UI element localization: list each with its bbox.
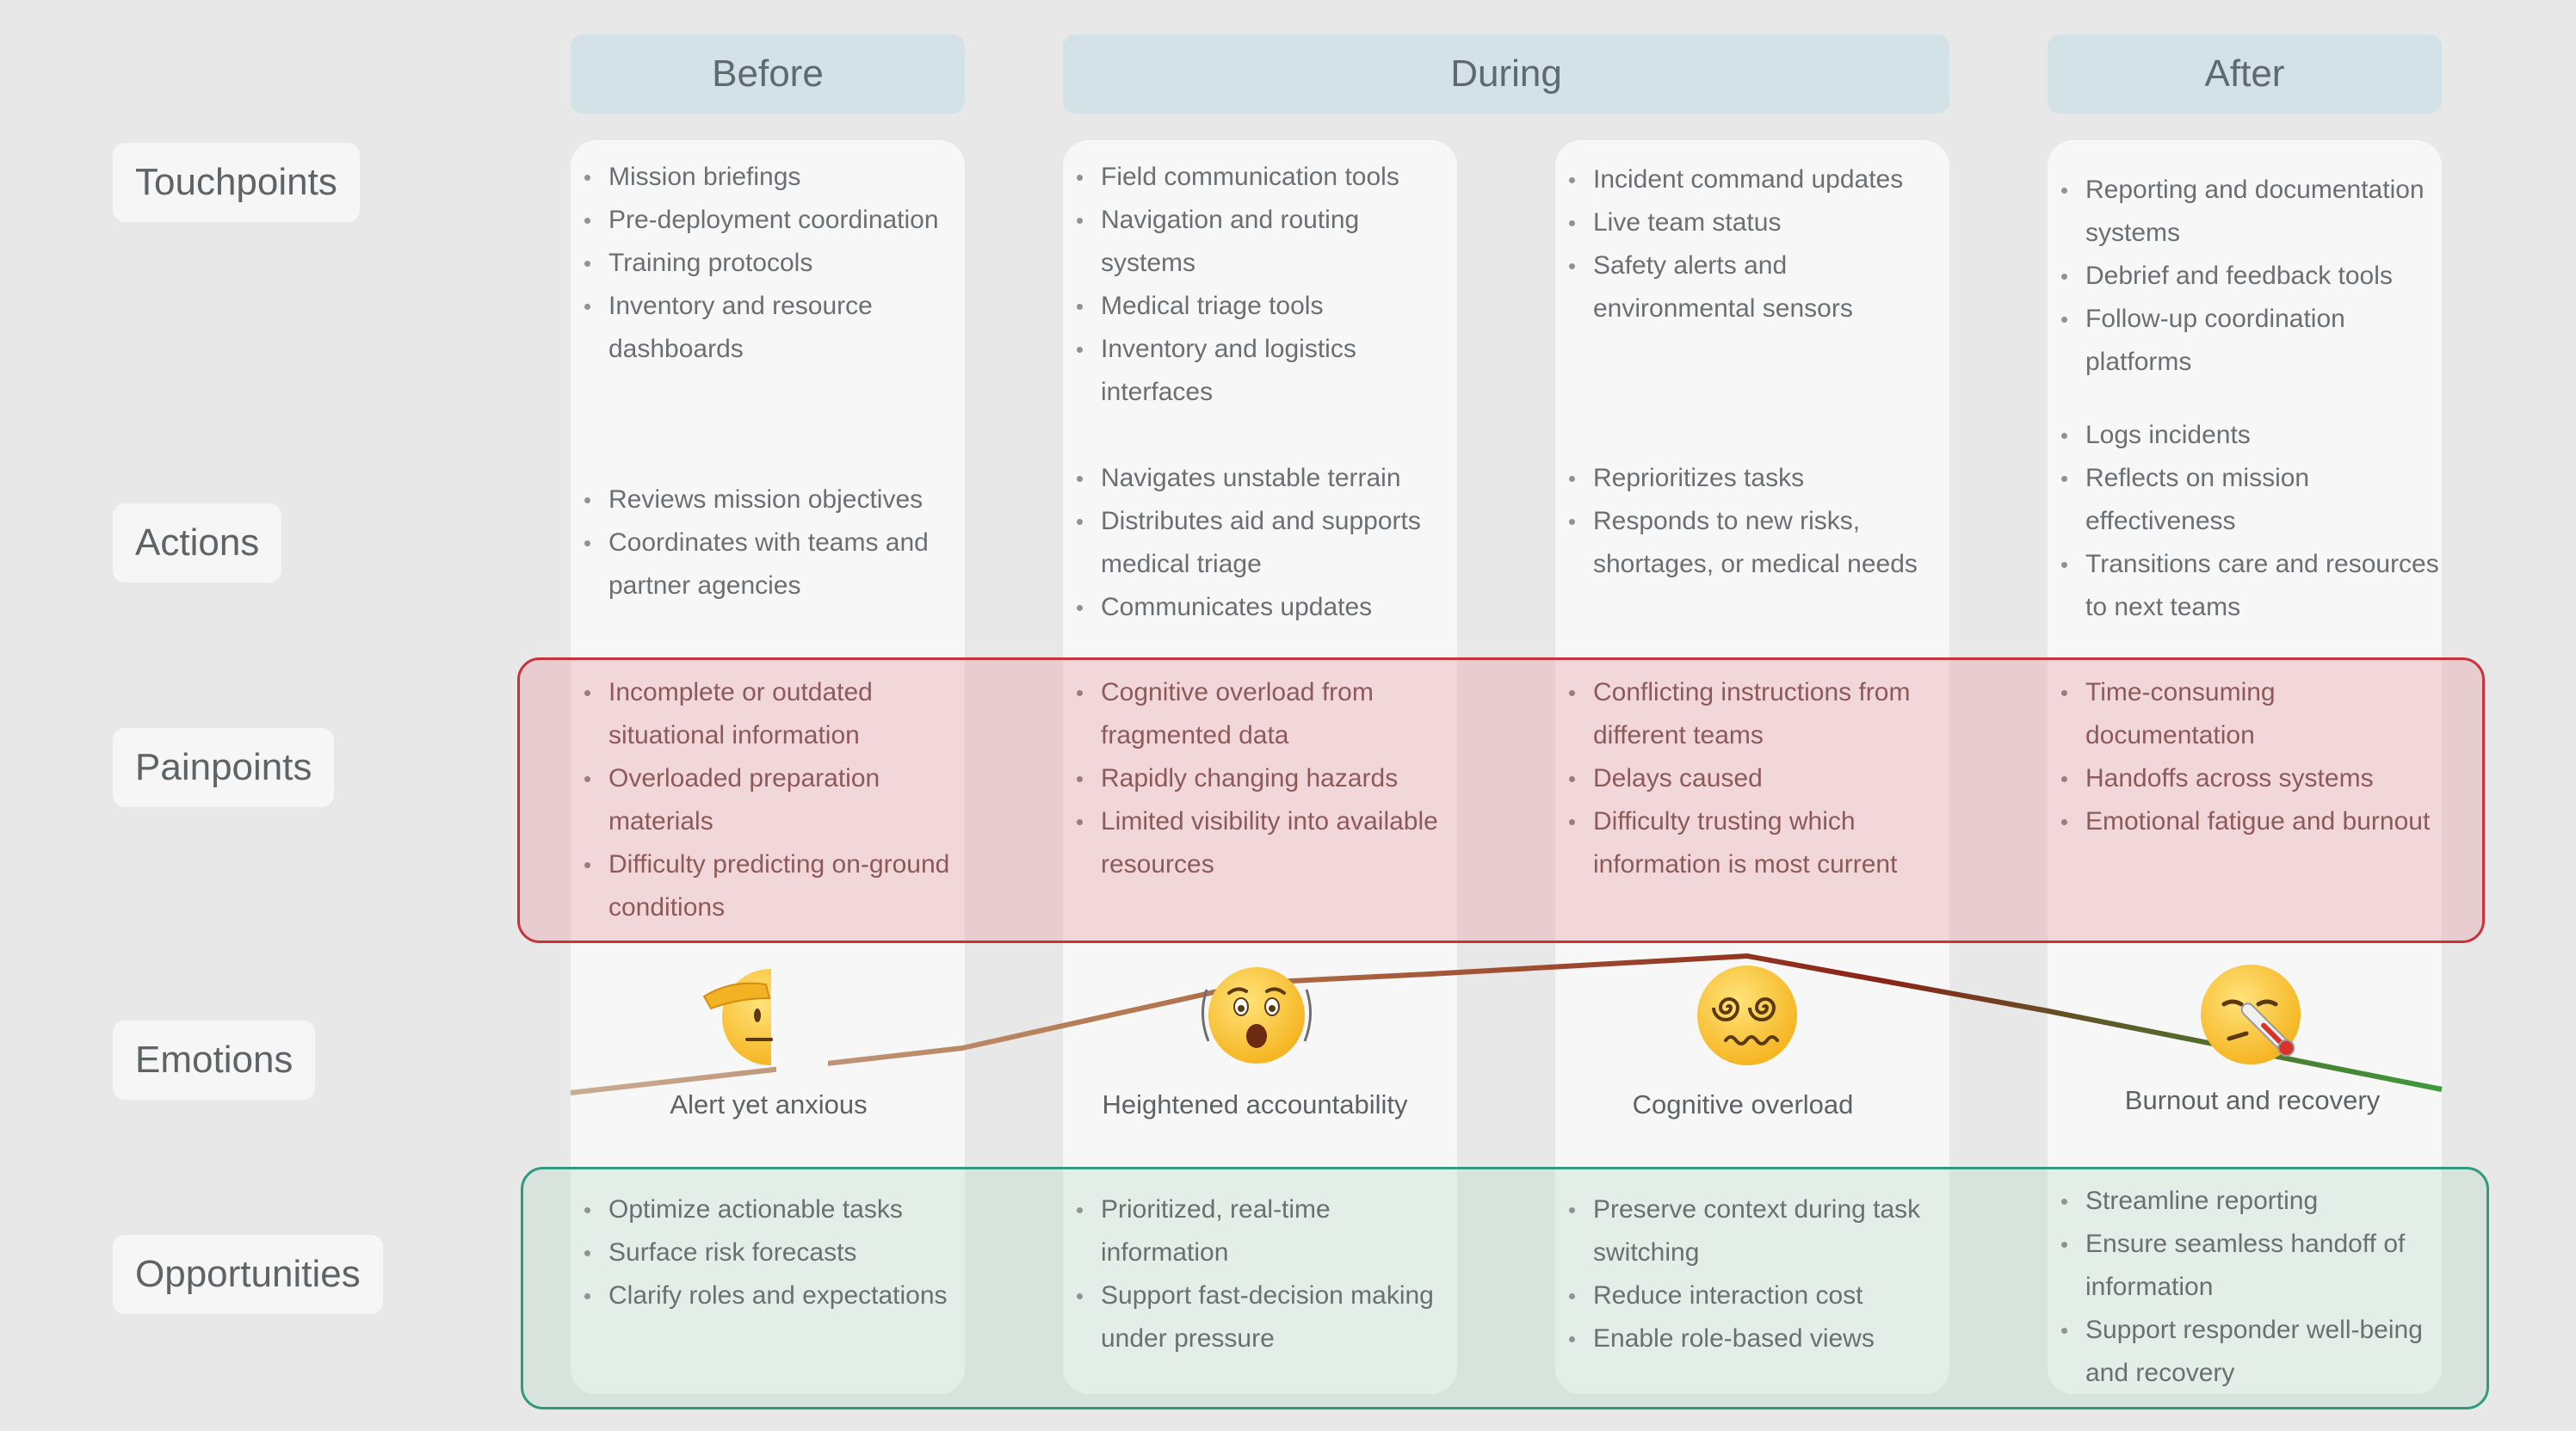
list-item: Reporting and documentation systems <box>2048 169 2443 255</box>
list-item: Debrief and feedback tools <box>2048 255 2443 298</box>
list-item: Transitions care and resources to next t… <box>2048 543 2443 629</box>
opportunities-list: Streamline reporting Ensure seamless han… <box>2048 1180 2443 1395</box>
list-item: Support fast-decision making under press… <box>1063 1274 1459 1360</box>
row-label-text: Emotions <box>135 1039 293 1081</box>
emotion-label: Burnout and recovery <box>2124 1085 2381 1115</box>
list-item: Inventory and logistics interfaces <box>1063 328 1459 414</box>
astonished-face-icon <box>1202 967 1312 1064</box>
row-label-text: Opportunities <box>135 1253 361 1295</box>
list-item: Time-consuming documentation <box>2048 671 2443 757</box>
list-item: Overloaded preparation materials <box>571 757 967 843</box>
list-item: Reduce interaction cost <box>1555 1274 1951 1317</box>
painpoints-band <box>517 657 2485 943</box>
touchpoints-list: Incident command updates Live team statu… <box>1555 158 1951 330</box>
face-with-thermometer-icon <box>2201 965 2301 1064</box>
list-item: Field communication tools <box>1063 156 1459 199</box>
phase-label: During <box>1450 52 1562 95</box>
phase-label: Before <box>712 52 824 95</box>
list-item: Safety alerts and environmental sensors <box>1555 244 1951 330</box>
list-item: Emotional fatigue and burnout <box>2048 800 2443 843</box>
list-item: Logs incidents <box>2048 414 2443 457</box>
actions-list: Navigates unstable terrain Distributes a… <box>1063 457 1459 629</box>
list-item: Coordinates with teams and partner agenc… <box>571 521 967 608</box>
list-item: Difficulty trusting which information is… <box>1555 800 1951 886</box>
opportunities-list: Prioritized, real-time information Suppo… <box>1063 1188 1459 1360</box>
list-item: Enable role-based views <box>1555 1317 1951 1360</box>
row-label-text: Actions <box>135 521 260 564</box>
actions-list: Reprioritizes tasks Responds to new risk… <box>1555 457 1951 586</box>
list-item: Inventory and resource dashboards <box>571 285 967 371</box>
row-label-emotions: Emotions <box>113 1021 316 1100</box>
list-item: Delays caused <box>1555 757 1951 800</box>
row-label-actions: Actions <box>113 503 282 583</box>
list-item: Incomplete or outdated situational infor… <box>571 671 967 757</box>
painpoints-list: Conflicting instructions from different … <box>1555 671 1951 886</box>
list-item: Limited visibility into available resour… <box>1063 800 1459 886</box>
list-item: Communicates updates <box>1063 586 1459 629</box>
phase-label: After <box>2204 52 2285 95</box>
list-item: Ensure seamless handoff of information <box>2048 1223 2443 1309</box>
opportunities-list: Optimize actionable tasks Surface risk f… <box>571 1188 967 1317</box>
list-item: Medical triage tools <box>1063 285 1459 328</box>
row-label-painpoints: Painpoints <box>113 728 335 807</box>
list-item: Surface risk forecasts <box>571 1231 967 1274</box>
emotion-label: Heightened accountability <box>1102 1089 1408 1120</box>
list-item: Support responder well-being and recover… <box>2048 1309 2443 1395</box>
row-label-text: Painpoints <box>135 746 312 788</box>
row-label-text: Touchpoints <box>135 161 337 203</box>
dizzy-face-icon <box>1697 965 1797 1065</box>
list-item: Clarify roles and expectations <box>571 1274 967 1317</box>
list-item: Reflects on mission effectiveness <box>2048 457 2443 543</box>
opportunities-band <box>521 1167 2489 1409</box>
touchpoints-list: Field communication tools Navigation and… <box>1063 156 1459 414</box>
emotion-label: Alert yet anxious <box>670 1089 868 1120</box>
actions-list: Reviews mission objectives Coordinates w… <box>571 478 967 608</box>
actions-list: Logs incidents Reflects on mission effec… <box>2048 414 2443 629</box>
column-card-during-2 <box>1555 140 1949 1394</box>
list-item: Mission briefings <box>571 156 967 199</box>
list-item: Reviews mission objectives <box>571 478 967 521</box>
column-card-before <box>571 140 965 1394</box>
list-item: Responds to new risks, shortages, or med… <box>1555 500 1951 586</box>
row-label-touchpoints: Touchpoints <box>113 143 360 222</box>
list-item: Pre-deployment coordination <box>571 199 967 242</box>
list-item: Navigates unstable terrain <box>1063 457 1459 500</box>
list-item: Training protocols <box>571 242 967 285</box>
list-item: Incident command updates <box>1555 158 1951 201</box>
list-item: Handoffs across systems <box>2048 757 2443 800</box>
list-item: Streamline reporting <box>2048 1180 2443 1223</box>
list-item: Cognitive overload from fragmented data <box>1063 671 1459 757</box>
list-item: Navigation and routing systems <box>1063 199 1459 285</box>
list-item: Follow-up coordination platforms <box>2048 298 2443 384</box>
painpoints-list: Time-consuming documentation Handoffs ac… <box>2048 671 2443 843</box>
list-item: Optimize actionable tasks <box>571 1188 967 1231</box>
list-item: Distributes aid and supports medical tri… <box>1063 500 1459 586</box>
list-item: Difficulty predicting on-ground conditio… <box>571 843 967 929</box>
list-item: Prioritized, real-time information <box>1063 1188 1459 1274</box>
column-card-during-1 <box>1063 140 1457 1394</box>
opportunities-list: Preserve context during task switching R… <box>1555 1188 1951 1360</box>
phase-header-during: During <box>1063 34 1949 114</box>
phase-header-after: After <box>2048 34 2442 114</box>
list-item: Preserve context during task switching <box>1555 1188 1951 1274</box>
touchpoints-list: Reporting and documentation systems Debr… <box>2048 169 2443 384</box>
saluting-face-icon <box>702 964 828 1076</box>
phase-header-before: Before <box>571 34 965 114</box>
emotion-label: Cognitive overload <box>1632 1089 1854 1120</box>
painpoints-list: Cognitive overload from fragmented data … <box>1063 671 1459 886</box>
touchpoints-list: Mission briefings Pre-deployment coordin… <box>571 156 967 371</box>
list-item: Conflicting instructions from different … <box>1555 671 1951 757</box>
column-card-after <box>2048 140 2442 1394</box>
painpoints-list: Incomplete or outdated situational infor… <box>571 671 967 929</box>
row-label-opportunities: Opportunities <box>113 1235 383 1314</box>
list-item: Reprioritizes tasks <box>1555 457 1951 500</box>
list-item: Rapidly changing hazards <box>1063 757 1459 800</box>
list-item: Live team status <box>1555 201 1951 244</box>
